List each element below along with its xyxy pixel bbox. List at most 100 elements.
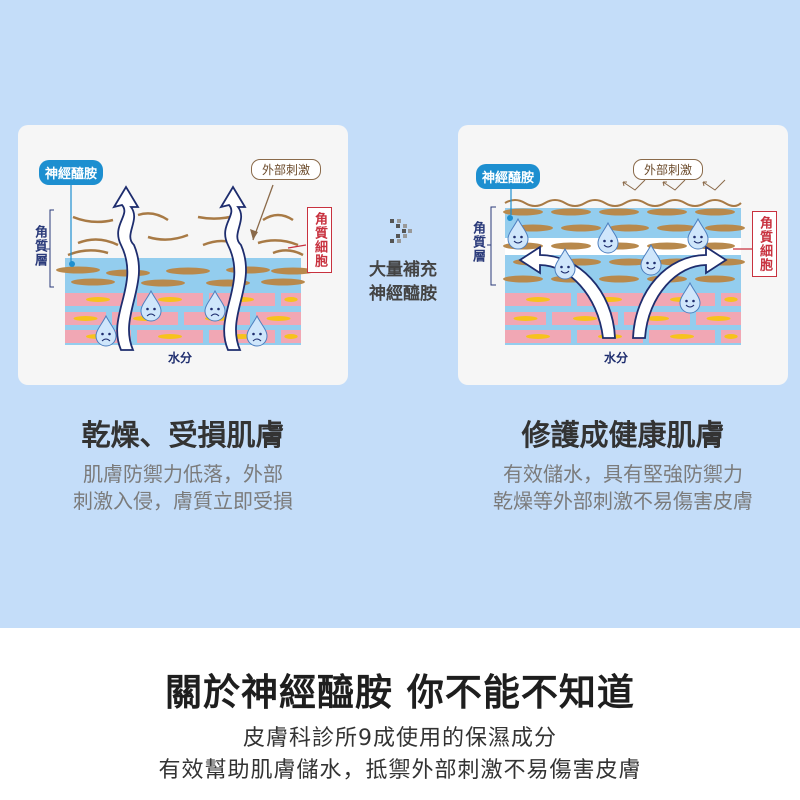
peeling-skin-flake bbox=[262, 213, 294, 222]
drop-mouth bbox=[513, 240, 523, 244]
drop-eye bbox=[693, 235, 696, 239]
drop-eye bbox=[513, 235, 516, 239]
ceramide-label: 神經醯胺 bbox=[39, 160, 104, 185]
corneocyte bbox=[599, 275, 639, 283]
corneocyte bbox=[56, 266, 100, 274]
peeling-skin-flake bbox=[147, 233, 189, 241]
water-label: 水分 bbox=[604, 351, 629, 365]
drop-eye bbox=[210, 307, 213, 311]
drop-body bbox=[95, 314, 117, 347]
corneocyte bbox=[271, 267, 315, 275]
sad-water-drop-icon bbox=[204, 289, 226, 322]
healthy-skin-heading: 修護成健康肌膚 bbox=[521, 418, 725, 452]
corneocyte bbox=[561, 224, 601, 232]
bottom-title: 關於神經醯胺 你不能不知道 bbox=[165, 671, 635, 714]
corneocyte bbox=[503, 275, 543, 283]
peeling-skin-flake bbox=[67, 249, 109, 257]
corneocyte bbox=[166, 267, 210, 275]
happy-water-drop-icon bbox=[507, 217, 529, 250]
ceramide-dot bbox=[69, 261, 75, 267]
stimulus-label: 外部刺激 bbox=[251, 159, 322, 180]
drop-mouth bbox=[210, 313, 220, 317]
cell-nucleus bbox=[724, 297, 738, 302]
cell-nucleus bbox=[645, 316, 669, 321]
drop-mouth bbox=[560, 270, 570, 274]
desc-line: 刺激入侵，膚質立即受損 bbox=[73, 489, 293, 513]
sad-water-drop-icon bbox=[246, 314, 268, 347]
corneocyte bbox=[503, 208, 543, 216]
water-escaping-arrow-icon bbox=[219, 185, 247, 351]
corneocyte bbox=[261, 278, 305, 286]
drop-mouth bbox=[101, 338, 111, 342]
cell-nucleus bbox=[573, 316, 597, 321]
drop-body bbox=[640, 243, 662, 276]
drop-body bbox=[204, 289, 226, 322]
layer-bracket bbox=[487, 206, 496, 286]
chevron-right-icon bbox=[390, 219, 412, 243]
stratum-corneum-label: 角質層 bbox=[32, 225, 47, 267]
bottom-line-2: 有效幫助肌膚儲水，抵禦外部刺激不易傷害皮膚 bbox=[158, 758, 642, 783]
drop-mouth bbox=[646, 266, 656, 270]
drop-eye bbox=[560, 265, 563, 269]
cell-nucleus bbox=[284, 297, 298, 302]
water-retained-arrow-icon bbox=[632, 245, 728, 339]
drop-mouth bbox=[603, 244, 613, 248]
happy-water-drop-icon bbox=[640, 243, 662, 276]
corneocyte bbox=[647, 208, 687, 216]
stimulus-pointer bbox=[252, 184, 274, 241]
cell-nucleus bbox=[513, 316, 538, 321]
drop-mouth bbox=[693, 240, 703, 244]
drop-eye bbox=[646, 261, 649, 265]
supplement-line-2: 神經醯胺 bbox=[369, 284, 437, 304]
damaged-skin-illustration bbox=[46, 184, 315, 351]
cell-nucleus bbox=[706, 316, 731, 321]
layer-bracket bbox=[46, 209, 54, 288]
stimulus-arrowhead bbox=[250, 229, 258, 240]
drop-body bbox=[140, 289, 162, 322]
skin-surface bbox=[504, 199, 742, 207]
drop-body bbox=[507, 217, 529, 250]
drop-body bbox=[687, 217, 709, 250]
cell-nucleus bbox=[266, 316, 291, 321]
drop-eye bbox=[603, 239, 606, 243]
drop-eye bbox=[567, 265, 570, 269]
drop-mouth bbox=[146, 313, 156, 317]
cell-nucleus bbox=[670, 334, 694, 339]
corneocyte bbox=[647, 242, 687, 250]
water-label: 水分 bbox=[168, 351, 193, 365]
drop-eye bbox=[153, 307, 156, 311]
sad-water-drop-icon bbox=[95, 314, 117, 347]
sad-water-drop-icon bbox=[140, 289, 162, 322]
damaged-skin-diagram: 神經醯胺 外部刺激 角質層 角質細胞 水分 bbox=[18, 125, 348, 385]
desc-line: 有效儲水，具有堅強防禦力 bbox=[503, 462, 743, 486]
corneocyte bbox=[551, 208, 591, 216]
corneocyte bbox=[551, 242, 591, 250]
deflected-stimulus-icon bbox=[622, 179, 646, 191]
cell-nucleus bbox=[526, 297, 550, 302]
cell-nucleus bbox=[73, 316, 98, 321]
damaged-skin-description: 肌膚防禦力低落，外部 刺激入侵，膚質立即受損 bbox=[3, 461, 363, 515]
cell-nucleus bbox=[284, 334, 298, 339]
corneocyte bbox=[705, 224, 745, 232]
drop-body bbox=[679, 281, 701, 314]
cell-nucleus bbox=[724, 334, 738, 339]
peeling-skin-flake bbox=[77, 238, 119, 247]
drop-eye bbox=[146, 307, 149, 311]
drop-eye bbox=[653, 261, 656, 265]
ceramide-dot bbox=[507, 215, 513, 221]
drop-eye bbox=[252, 332, 255, 336]
corneocyte bbox=[226, 266, 270, 274]
corneocyte bbox=[657, 224, 697, 232]
peeling-skin-flake bbox=[72, 215, 114, 224]
corneocyte bbox=[609, 258, 649, 266]
drop-eye bbox=[692, 299, 695, 303]
corneocyte bbox=[609, 224, 649, 232]
stimulus-label: 外部刺激 bbox=[633, 159, 704, 180]
supplement-text: 大量補充 神經醯胺 bbox=[355, 258, 451, 306]
cell-nucleus bbox=[86, 297, 110, 302]
happy-water-drop-icon bbox=[597, 221, 619, 254]
happy-water-drop-icon bbox=[679, 281, 701, 314]
happy-water-drop-icon bbox=[554, 247, 576, 280]
drop-eye bbox=[520, 235, 523, 239]
water-escaping-arrow-icon bbox=[112, 185, 140, 351]
